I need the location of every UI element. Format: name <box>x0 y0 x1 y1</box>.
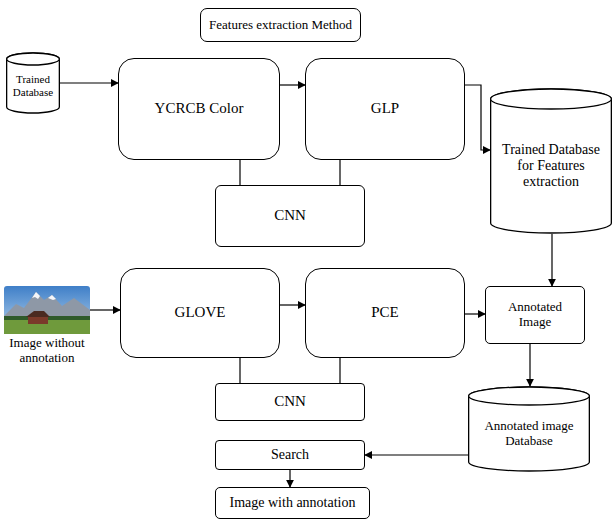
connector-arrow <box>465 85 490 150</box>
connector-line <box>339 160 340 185</box>
connector-line <box>239 358 240 383</box>
connector-arrow <box>529 344 530 386</box>
connector-arrow <box>280 84 305 85</box>
connector-arrow <box>465 313 485 314</box>
node-label: Annotated image Database <box>473 419 585 449</box>
connector-arrow <box>60 82 118 83</box>
database-cylinder: Annotated image Database <box>468 386 590 472</box>
process-box: PCE <box>305 268 465 358</box>
node-label: CNN <box>274 207 306 224</box>
process-box: Image with annotation <box>215 487 370 519</box>
image-node: Image without annotation <box>4 286 90 374</box>
node-label: Image with annotation <box>230 495 356 511</box>
node-label: PCE <box>371 304 399 321</box>
diagram-title: Features extraction Method <box>209 17 352 33</box>
connector-arrow <box>551 234 552 286</box>
process-box: GLP <box>305 58 465 160</box>
node-label: YCRCB Color <box>155 100 244 117</box>
node-label: Search <box>271 447 309 463</box>
process-box: YCRCB Color <box>118 58 280 160</box>
title-box: Features extraction Method <box>200 8 361 42</box>
connector-arrow <box>289 470 290 487</box>
cylinder-top <box>469 387 590 405</box>
connector-arrow <box>365 454 468 455</box>
mountains <box>4 292 90 320</box>
connector-line <box>239 160 240 185</box>
cylinder-body <box>491 89 612 233</box>
process-box: Search <box>215 440 365 470</box>
process-box: CNN <box>215 185 365 247</box>
snow-cap <box>32 292 40 299</box>
database-cylinder: Trained Database <box>6 52 60 114</box>
database-cylinder: Trained Database for Features extraction <box>490 88 612 234</box>
cylinder-top <box>491 89 612 109</box>
snow-cap <box>48 295 56 300</box>
cylinder-body <box>469 387 590 471</box>
node-label: Trained Database <box>11 73 55 98</box>
cylinder-body <box>7 53 60 113</box>
connector-arrow <box>90 309 120 310</box>
node-label: GLOVE <box>175 304 226 321</box>
sky <box>4 286 90 334</box>
node-label: Image without annotation <box>4 336 90 366</box>
landscape-picture <box>4 286 90 334</box>
process-box: CNN <box>215 383 365 421</box>
process-box: Annotated Image <box>485 286 585 344</box>
connector-arrow <box>280 304 305 305</box>
cylinder-top <box>7 53 60 65</box>
connector-line <box>339 358 340 383</box>
node-label: Trained Database for Features extraction <box>495 142 607 190</box>
process-box: GLOVE <box>120 268 280 358</box>
barn-roof <box>26 311 50 317</box>
node-label: GLP <box>371 100 399 117</box>
node-label: Annotated Image <box>494 300 576 330</box>
node-label: CNN <box>274 393 306 410</box>
